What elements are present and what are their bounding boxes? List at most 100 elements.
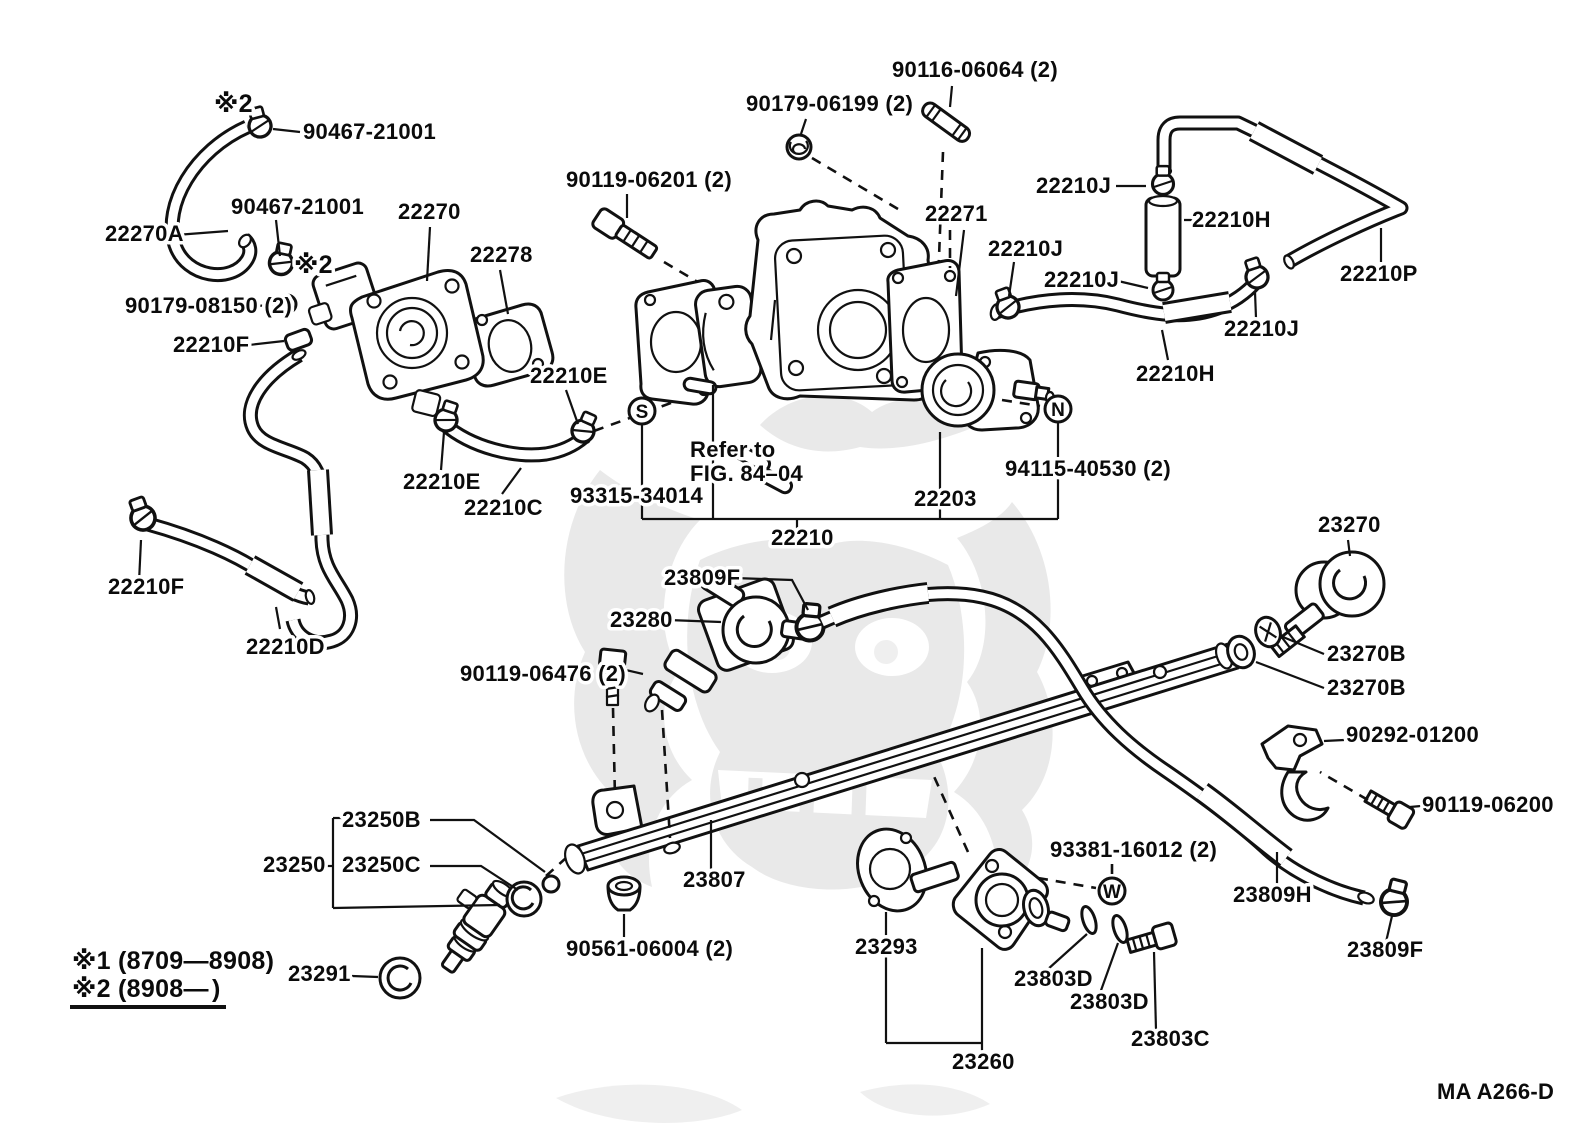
- assembly-line-06200: [1319, 770, 1369, 802]
- bolt-23803C: [1125, 921, 1178, 954]
- hose-22210D-lower: [145, 516, 316, 606]
- pipe-22210P: [1155, 115, 1409, 270]
- svg-text:N: N: [1051, 400, 1065, 421]
- part-label-90119-06200: 90119-06200: [1422, 792, 1554, 817]
- symbol-w: W: [1097, 876, 1127, 906]
- part-label-90561-06004: 90561-06004 (2): [566, 936, 733, 961]
- part-label-90119-06201: 90119-06201 (2): [566, 167, 732, 192]
- part-label-93315-34014: 93315-34014: [570, 483, 703, 508]
- part-label-23803D-1: 23803D: [1014, 966, 1093, 991]
- svg-text:S: S: [636, 402, 649, 423]
- drawing-code: MA A266-D: [1437, 1079, 1554, 1104]
- hose-22210H-lower: [989, 276, 1262, 324]
- hose-22210D: [242, 348, 358, 650]
- part-label-22210J-3: 22210J: [1044, 267, 1119, 292]
- part-label-23809F-b: 23809F: [1347, 937, 1423, 962]
- part-label-22210H-1: 22210H: [1192, 207, 1271, 232]
- svg-text:W: W: [1103, 882, 1121, 903]
- bolt-90119-06201: [591, 207, 659, 260]
- part-label-23250: 23250: [263, 852, 326, 877]
- part-label-22210J-1: 22210J: [1036, 173, 1111, 198]
- part-label-90467-21001-b: 90467-21001: [231, 194, 364, 219]
- bolt-90119-06200: [1363, 789, 1416, 830]
- assembly-line-w: [1037, 876, 1097, 890]
- air-valve-22270: [307, 261, 485, 418]
- part-label-22203: 22203: [914, 486, 977, 511]
- part-label-22210E-a: 22210E: [530, 363, 608, 388]
- group-bracket-22210: [640, 385, 1060, 531]
- hose-22210C: [439, 418, 591, 463]
- part-label-22210: 22210: [771, 525, 834, 550]
- part-label-90116-06064: 90116-06064 (2): [892, 57, 1058, 82]
- clamp-23809F-bottom: [1376, 875, 1414, 920]
- part-label-23270B-1: 23270B: [1327, 641, 1406, 666]
- labels: ※2 90467-21001 22270A 90467-21001 ※2 901…: [102, 54, 1557, 1078]
- tube-22210H-vertical: [1144, 194, 1182, 278]
- part-label-23803D-2: 23803D: [1070, 989, 1149, 1014]
- regulator-23260: [909, 848, 1071, 951]
- mark-star2-b: ※2: [294, 251, 333, 279]
- assembly-line-23280: [660, 709, 672, 839]
- assembly-line-injector: [545, 857, 567, 877]
- rail-mount-tab: [591, 784, 644, 836]
- part-label-23270: 23270: [1318, 512, 1381, 537]
- hose-22270A: [164, 120, 258, 282]
- part-label-22210P: 22210P: [1340, 261, 1418, 286]
- symbol-n: N: [1043, 394, 1073, 424]
- part-label-23807: 23807: [683, 867, 746, 892]
- grommet-90561: [606, 875, 642, 912]
- part-label-90179-06199: 90179-06199 (2): [746, 91, 913, 116]
- oring-23803D-2: [1111, 914, 1129, 944]
- part-label-23250C: 23250C: [342, 852, 421, 877]
- washer-23270B-1: [1254, 615, 1282, 649]
- part-label-22210H-2: 22210H: [1136, 361, 1215, 386]
- part-label-22210J-2: 22210J: [988, 236, 1063, 261]
- dashpot-22203: [920, 348, 1056, 432]
- note-refer-line1: Refer to: [690, 437, 776, 462]
- nut-90179-08150: [276, 293, 298, 315]
- part-label-23260: 23260: [952, 1049, 1015, 1074]
- valve-23280: [644, 568, 810, 713]
- part-label-22210D: 22210D: [246, 634, 325, 659]
- part-label-23270B-2: 23270B: [1327, 675, 1406, 700]
- bracket-90292: [1260, 724, 1330, 822]
- part-label-22270: 22270: [398, 199, 461, 224]
- legend-line2: ※2 (8908—: [72, 975, 209, 1003]
- part-label-22210J-4: 22210J: [1224, 316, 1299, 341]
- part-label-23293: 23293: [855, 934, 918, 959]
- part-label-23809F-a: 23809F: [664, 565, 740, 590]
- gasket-22278: [464, 302, 555, 388]
- assembly-line-regulator: [930, 771, 970, 853]
- part-label-90292-01200: 90292-01200: [1346, 722, 1479, 747]
- part-label-22210E-b: 22210E: [403, 469, 481, 494]
- legend: ※1 (8709—8908) ※2 (8908— ): [69, 944, 277, 1009]
- assembly-line-n: [1001, 398, 1041, 408]
- part-label-23250B: 23250B: [342, 807, 421, 832]
- valve-23270: [1268, 550, 1386, 659]
- part-label-93381-16012: 93381-16012 (2): [1050, 837, 1217, 862]
- assembly-line-06476: [611, 707, 617, 799]
- part-label-90119-06476: 90119-06476 (2): [460, 661, 626, 686]
- part-label-22210F-a: 22210F: [173, 332, 249, 357]
- clamp-22210J-3: [1151, 271, 1175, 302]
- part-label-90467-21001-a: 90467-21001: [303, 119, 436, 144]
- bolt-90119-06476: [596, 647, 628, 707]
- oring-23803D-1: [1080, 905, 1098, 935]
- nut-90179-06199: [785, 133, 813, 161]
- clamp-22210J-1: [1150, 164, 1176, 197]
- part-label-90179-08150: 90179-08150 (2): [125, 293, 292, 318]
- hose-23809: [818, 582, 1375, 906]
- part-label-23291: 23291: [288, 961, 351, 986]
- injector-23250: [378, 874, 561, 1000]
- mark-star2-top: ※2: [214, 90, 253, 118]
- stud-90116-06064: [921, 101, 972, 143]
- leader-lines: [137, 85, 1422, 1054]
- bushing-22210F-top: [283, 327, 314, 352]
- part-label-22210C: 22210C: [464, 495, 543, 520]
- note-refer-line2: FIG. 84–04: [690, 461, 804, 486]
- symbol-s: S: [627, 396, 657, 426]
- part-label-22271: 22271: [925, 201, 988, 226]
- part-label-23280: 23280: [610, 607, 673, 632]
- gasket-23293: [856, 827, 928, 913]
- part-label-23809H: 23809H: [1233, 882, 1312, 907]
